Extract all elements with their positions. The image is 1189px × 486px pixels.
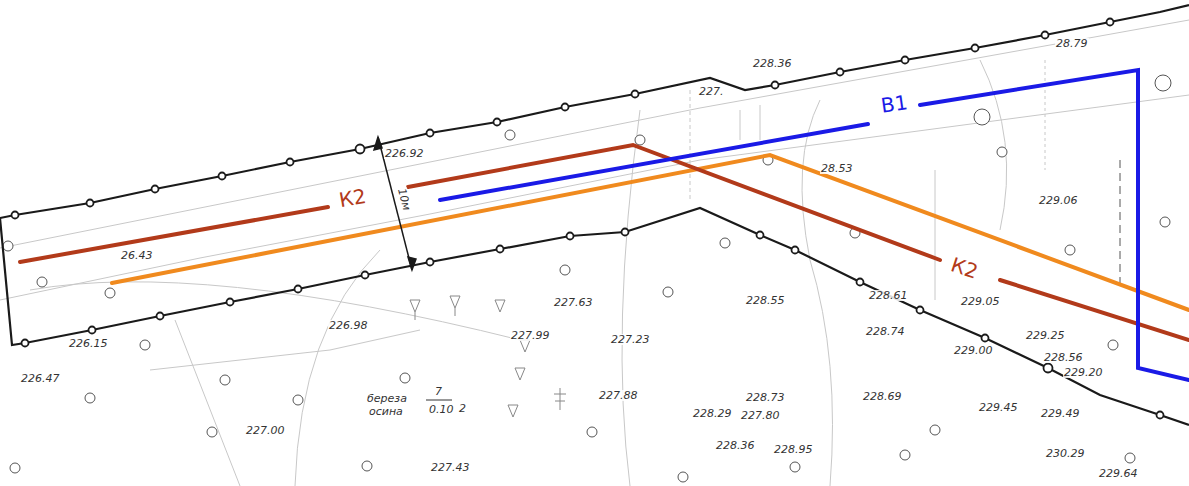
elevation-mark: 228.36 [715, 440, 756, 451]
elevation-mark: 7 [434, 386, 443, 397]
pipe-label: К2 [335, 185, 371, 210]
elevation-mark: 226.47 [20, 373, 61, 384]
elevation-mark: 2 [458, 403, 467, 414]
elevation-mark: 227.80 [740, 410, 781, 421]
pipe-label: К2 [946, 253, 984, 282]
elevation-mark: 228.69 [862, 391, 903, 402]
elevation-mark: 228.95 [773, 444, 814, 455]
elevation-mark: 226.98 [328, 320, 369, 331]
elevation-mark: 229.20 [1063, 367, 1104, 378]
elevation-mark: 228.74 [865, 326, 906, 337]
elevation-mark: 26.43 [120, 250, 154, 261]
elevation-mark: 228.36 [752, 58, 793, 69]
elevation-mark: 228.73 [745, 392, 786, 403]
survey-points [3, 75, 1171, 482]
elevation-mark: 229.25 [1025, 330, 1066, 341]
elevation-mark: осина [368, 406, 404, 417]
elevation-mark: 28.53 [820, 163, 854, 174]
elevation-mark: 28.79 [1055, 38, 1089, 49]
elevation-mark: 227.00 [245, 425, 286, 436]
elevation-mark: 229.06 [1038, 195, 1079, 206]
elevation-mark: 10м [396, 186, 413, 212]
boundary [0, 5, 1189, 425]
elevation-mark: 227.43 [430, 462, 471, 473]
elevation-mark: 227. [698, 86, 725, 97]
elevation-mark: 229.49 [1040, 408, 1081, 419]
background-lines [0, 20, 1189, 486]
elevation-mark: 229.64 [1098, 468, 1139, 479]
pipe-label: В1 [877, 92, 912, 116]
utility-lines [20, 70, 1189, 380]
elevation-mark: 227.88 [598, 390, 639, 401]
elevation-mark: 228.56 [1043, 352, 1084, 363]
elevation-mark: 226.15 [68, 338, 109, 349]
elevation-mark: 0.10 [428, 404, 455, 415]
elevation-mark: 229.05 [960, 296, 1001, 307]
boundary-points [12, 19, 1164, 419]
elevation-mark: 227.63 [553, 297, 594, 308]
elevation-mark: 228.55 [745, 295, 786, 306]
elevation-mark: 228.61 [868, 290, 909, 301]
elevation-mark: 229.00 [953, 345, 994, 356]
tree-symbols [410, 296, 566, 417]
elevation-mark: 229.45 [978, 402, 1019, 413]
elevation-mark: 230.29 [1045, 448, 1086, 459]
elevation-mark: 226.92 [384, 148, 425, 159]
elevation-mark: 227.23 [610, 334, 651, 345]
elevation-mark: 227.99 [510, 330, 551, 341]
elevation-mark: береза [366, 393, 408, 404]
elevation-mark: 228.29 [692, 408, 733, 419]
